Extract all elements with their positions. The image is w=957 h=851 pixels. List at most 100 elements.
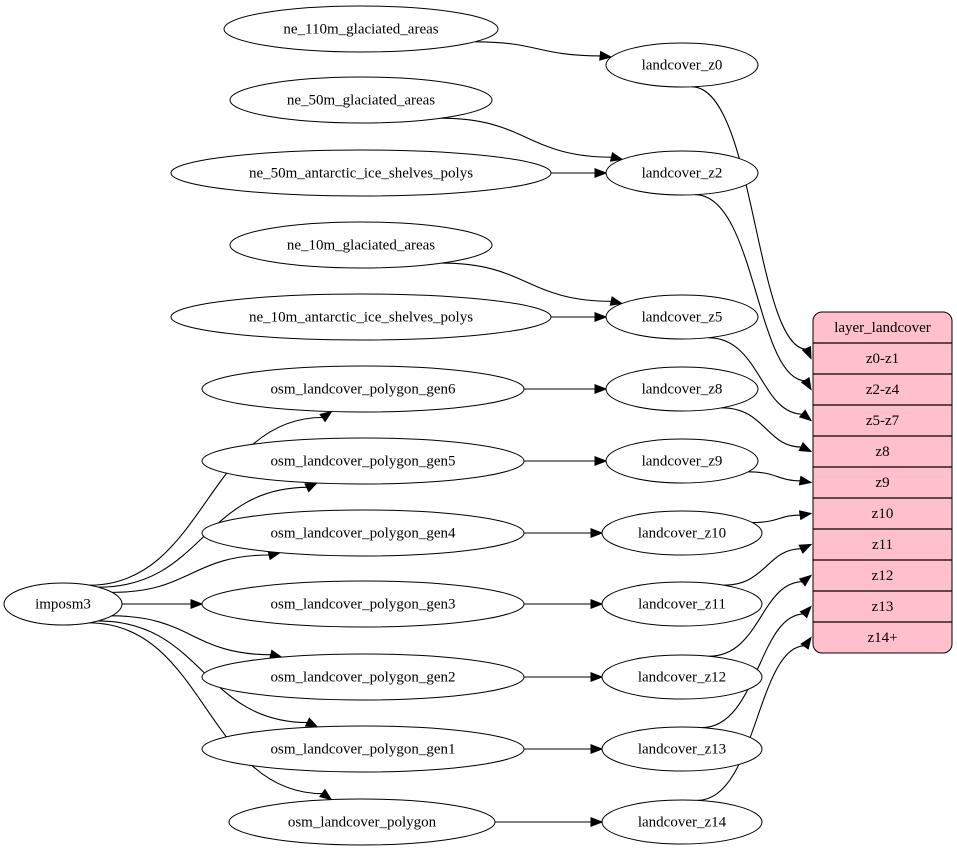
- edge-landcover_z10-to-z10: [752, 514, 802, 524]
- node-landcover_z13[interactable]: landcover_z13: [601, 726, 763, 772]
- node-osm_landcover_polygon_gen6[interactable]: osm_landcover_polygon_gen6: [201, 365, 525, 413]
- table-row-z5-z7[interactable]: z5-z7: [866, 413, 900, 429]
- table-row-z2-z4[interactable]: z2-z4: [866, 382, 900, 398]
- node-ne_10m_antarctic_ice_shelves_polys[interactable]: ne_10m_antarctic_ice_shelves_polys: [170, 293, 552, 341]
- arrow-head: [798, 543, 813, 554]
- node-osm_landcover_polygon_gen4[interactable]: osm_landcover_polygon_gen4: [201, 509, 525, 557]
- node-osm_landcover_polygon_gen3[interactable]: osm_landcover_polygon_gen3: [201, 580, 525, 628]
- arrow-head: [594, 455, 608, 467]
- table-row-z0-z1[interactable]: z0-z1: [866, 351, 899, 367]
- node-landcover_z5[interactable]: landcover_z5: [605, 294, 759, 340]
- arrow-head: [590, 598, 604, 610]
- table-row-z9[interactable]: z9: [875, 475, 889, 491]
- node-label: osm_landcover_polygon_gen1: [271, 741, 456, 757]
- node-ellipse: [201, 365, 525, 413]
- node-ellipse: [605, 42, 759, 88]
- node-label: landcover_z9: [642, 453, 723, 469]
- table-row-z14+[interactable]: z14+: [867, 630, 897, 646]
- table-row-z8[interactable]: z8: [875, 444, 889, 460]
- node-label: landcover_z10: [638, 525, 726, 541]
- node-ne_50m_antarctic_ice_shelves_polys[interactable]: ne_50m_antarctic_ice_shelves_polys: [170, 149, 552, 197]
- arrow-head: [609, 296, 624, 306]
- nodes-layer: imposm3 ne_110m_glaciated_areas ne_50m_gla…: [3, 5, 763, 846]
- edge-landcover_z11-to-z11: [723, 548, 802, 586]
- edge-landcover_z0-to-z0-z1: [691, 86, 807, 350]
- edge-ne_110m_glaciated_areas-to-landcover_z0: [474, 41, 602, 57]
- arrow-head: [801, 345, 812, 360]
- node-label: ne_10m_antarctic_ice_shelves_polys: [249, 309, 473, 325]
- table-row-z10[interactable]: z10: [872, 506, 894, 522]
- arrow-head: [798, 409, 813, 422]
- arrow-head: [798, 475, 813, 486]
- node-ellipse: [3, 582, 123, 626]
- node-landcover_z9[interactable]: landcover_z9: [605, 438, 759, 484]
- node-landcover_z0[interactable]: landcover_z0: [605, 42, 759, 88]
- edge-landcover_z9-to-z9: [748, 471, 802, 482]
- node-ellipse: [605, 150, 759, 196]
- layer-landcover-table: layer_landcover z0-z1 z2-z4 z5-z7 z8 z9 z10 z11…: [812, 311, 953, 654]
- arrow-head: [594, 311, 608, 323]
- edge-landcover_z8-to-z8: [721, 407, 803, 448]
- edge-landcover_z2-to-z2-z4: [695, 194, 806, 382]
- node-label: landcover_z14: [638, 814, 727, 830]
- arrow-head: [590, 743, 604, 755]
- arrow-head: [594, 167, 608, 179]
- node-ellipse: [601, 726, 763, 772]
- table-row-z11[interactable]: z11: [872, 537, 893, 553]
- node-label: ne_50m_glaciated_areas: [287, 92, 435, 108]
- table-row-z13[interactable]: z13: [872, 599, 894, 615]
- node-ellipse: [201, 437, 525, 485]
- node-ellipse: [601, 510, 763, 556]
- node-label: landcover_z13: [638, 741, 726, 757]
- node-ellipse: [228, 798, 496, 846]
- edge-imposm3-to-osm_landcover_polygon_gen4: [112, 554, 271, 593]
- arrow-head: [798, 574, 813, 587]
- arrow-head: [609, 151, 624, 162]
- node-landcover_z8[interactable]: landcover_z8: [605, 366, 759, 412]
- node-ne_110m_glaciated_areas[interactable]: ne_110m_glaciated_areas: [223, 5, 499, 53]
- arrow-head: [319, 788, 333, 801]
- node-ne_10m_glaciated_areas[interactable]: ne_10m_glaciated_areas: [229, 221, 493, 269]
- node-ellipse: [201, 653, 525, 701]
- arrow-head: [599, 50, 613, 61]
- edge-landcover_z12-to-z12: [708, 581, 804, 657]
- node-osm_landcover_polygon_gen2[interactable]: osm_landcover_polygon_gen2: [201, 653, 525, 701]
- node-landcover_z14[interactable]: landcover_z14: [601, 799, 763, 845]
- edge-imposm3-to-osm_landcover_polygon_gen1: [97, 620, 309, 724]
- arrow-head: [798, 441, 813, 453]
- node-osm_landcover_polygon[interactable]: osm_landcover_polygon: [228, 798, 496, 846]
- node-ellipse: [201, 725, 525, 773]
- node-ellipse: [601, 581, 763, 627]
- node-label: osm_landcover_polygon_gen5: [271, 453, 456, 469]
- node-osm_landcover_polygon_gen1[interactable]: osm_landcover_polygon_gen1: [201, 725, 525, 773]
- edge-ne_50m_glaciated_areas-to-landcover_z2: [441, 117, 613, 158]
- node-imposm3[interactable]: imposm3: [3, 582, 123, 626]
- edges-layer: [88, 41, 813, 828]
- node-osm_landcover_polygon_gen5[interactable]: osm_landcover_polygon_gen5: [201, 437, 525, 485]
- node-ellipse: [229, 221, 493, 269]
- arrow-head: [800, 636, 812, 650]
- node-ne_50m_glaciated_areas[interactable]: ne_50m_glaciated_areas: [229, 76, 493, 124]
- node-ellipse: [201, 509, 525, 557]
- node-label: landcover_z0: [642, 57, 723, 73]
- node-label: osm_landcover_polygon_gen3: [271, 596, 456, 612]
- node-ellipse: [170, 293, 552, 341]
- table-row-z12[interactable]: z12: [872, 568, 894, 584]
- node-label: osm_landcover_polygon_gen4: [271, 525, 456, 541]
- node-landcover_z10[interactable]: landcover_z10: [601, 510, 763, 556]
- node-landcover_z11[interactable]: landcover_z11: [601, 581, 763, 627]
- edge-landcover_z14-to-z14+: [697, 645, 806, 801]
- table-header-label: layer_landcover: [834, 320, 931, 336]
- table-body: [812, 311, 953, 654]
- node-label: landcover_z12: [638, 669, 726, 685]
- node-ellipse: [601, 654, 763, 700]
- arrow-head: [798, 510, 813, 521]
- node-landcover_z12[interactable]: landcover_z12: [601, 654, 763, 700]
- edge-imposm3-to-osm_landcover_polygon_gen6: [89, 416, 324, 586]
- arrow-head: [799, 605, 812, 619]
- arrow-head: [590, 527, 604, 539]
- node-label: landcover_z11: [638, 596, 726, 612]
- node-landcover_z2[interactable]: landcover_z2: [605, 150, 759, 196]
- node-ellipse: [223, 5, 499, 53]
